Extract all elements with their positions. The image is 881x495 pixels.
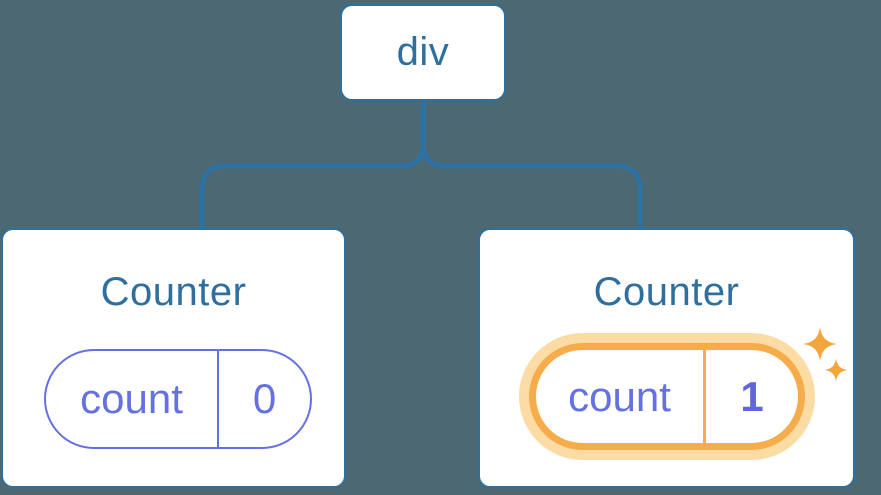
counter-card-right: Counter count 1 — [478, 228, 855, 488]
state-key-cell: count — [46, 351, 217, 447]
state-value: 0 — [252, 375, 277, 422]
state-value-cell: 1 — [706, 350, 798, 443]
state-value: 1 — [740, 372, 764, 420]
counter-card-left: Counter count 0 — [1, 228, 346, 488]
state-pill-updated: count 1 — [529, 343, 805, 450]
state-key-label: count — [80, 375, 183, 422]
connector-left-branch — [199, 101, 426, 229]
counter-title: Counter — [593, 270, 740, 314]
root-div-node: div — [340, 4, 506, 101]
counter-title: Counter — [100, 270, 247, 314]
state-pill: count 0 — [44, 349, 312, 449]
pill-divider — [703, 350, 706, 443]
root-node-label: div — [396, 30, 450, 74]
state-key-label: count — [568, 372, 671, 420]
state-key-cell: count — [536, 350, 703, 443]
state-value-cell: 0 — [219, 351, 310, 447]
connector-right-branch — [420, 101, 643, 229]
pill-divider — [217, 351, 219, 447]
